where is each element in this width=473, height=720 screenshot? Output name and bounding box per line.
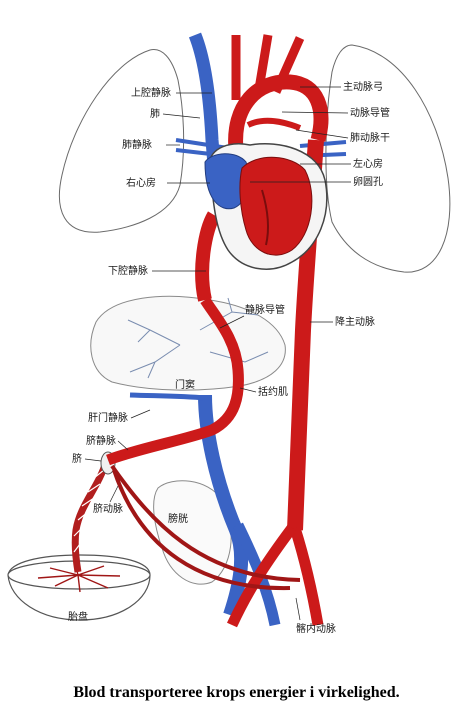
label-right-atrium: 右心房 (126, 176, 156, 189)
label-portal-sinus: 门窦 (175, 378, 195, 391)
label-hepatic-portal-vein: 肝门静脉 (88, 411, 128, 424)
label-superior-vena-cava: 上腔静脉 (131, 86, 171, 99)
label-descending-aorta: 降主动脉 (335, 315, 375, 328)
ductus-venosus-vessel (106, 296, 244, 466)
pulmonary-arteries (246, 117, 302, 131)
leader-line (239, 387, 257, 393)
aortic-arch (228, 74, 329, 151)
label-umbilicus: 脐 (72, 452, 82, 465)
leader-line (84, 458, 102, 462)
liver-vessel-branches (127, 297, 269, 379)
inferior-vena-cava-upper (195, 211, 221, 302)
label-placenta: 胎盘 (68, 610, 88, 623)
umbilical-cord-twist (73, 469, 105, 553)
left-lung-outline (325, 44, 451, 273)
leader-line (295, 597, 301, 621)
heart-septum (261, 189, 270, 246)
caption: Blod transporteree krops energier i virk… (73, 684, 400, 701)
leader-line (109, 485, 119, 503)
hepatic-portal-vein (129, 392, 206, 401)
label-foramen-ovale: 卵圆孔 (353, 176, 383, 188)
leader-line (219, 315, 245, 329)
iliac-artery-left (289, 526, 324, 626)
label-pulmonary-trunk: 肺动脉干 (350, 131, 390, 144)
label-lung: 肺 (150, 108, 160, 120)
left-heart-chamber (239, 156, 313, 256)
label-ductus-arteriosus: 动脉导管 (350, 106, 390, 119)
umbilical-cord (71, 460, 110, 573)
placenta-villi (37, 561, 121, 593)
leader-line (162, 113, 201, 119)
label-pulmonary-vein: 肺静脉 (122, 138, 152, 151)
label-internal-iliac-artery: 髂内动脉 (296, 622, 336, 635)
label-aortic-arch: 主动脉弓 (343, 80, 383, 93)
label-ductus-venosus: 静脉导管 (245, 303, 285, 316)
umbilical-arteries (110, 464, 301, 591)
leader-line (281, 111, 349, 114)
leader-line (295, 129, 349, 139)
label-umbilical-vein: 脐静脉 (86, 434, 116, 447)
fetal-circulation-diagram: 上腔静脉 肺 肺静脉 右心房 下腔静脉 肝门静脉 脐静脉 脐 脐动脉 胎盘 主动… (7, 32, 451, 635)
label-umbilical-artery: 脐动脉 (93, 502, 123, 515)
leader-line (130, 409, 151, 419)
superior-vena-cava (188, 32, 221, 166)
label-inferior-vena-cava: 下腔静脉 (108, 264, 148, 277)
label-left-atrium: 左心房 (353, 157, 383, 170)
right-lung-outline (58, 49, 185, 233)
leader-line (117, 440, 129, 451)
label-bladder: 膀胱 (168, 512, 188, 525)
label-sphincter: 括约肌 (258, 385, 288, 398)
